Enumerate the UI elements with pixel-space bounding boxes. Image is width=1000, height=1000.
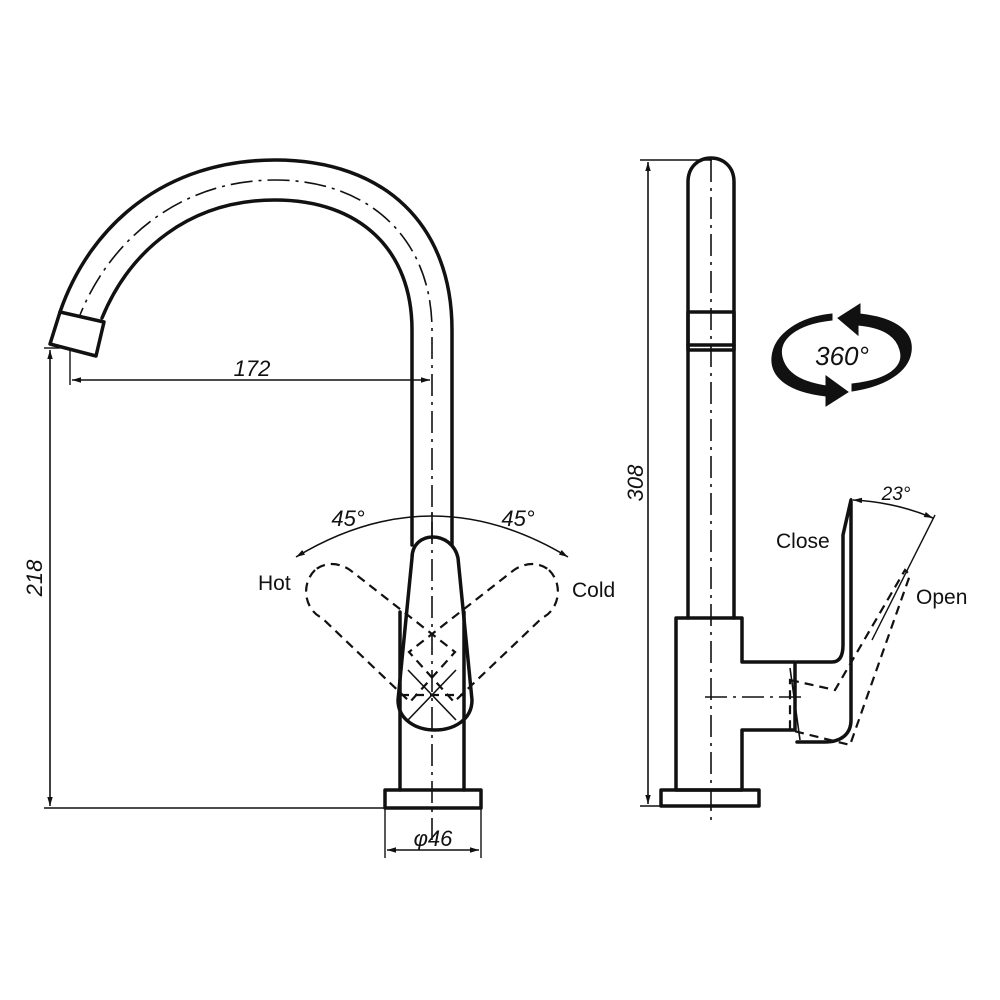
base-diameter-label: φ46 (414, 826, 454, 851)
side-body (659, 616, 802, 808)
front-view: 172 218 φ46 45° 45° Hot Cold (22, 158, 615, 858)
swivel-label: 360° (815, 341, 869, 371)
rotation-arc (295, 512, 569, 558)
hot-label: Hot (258, 572, 291, 595)
open-label: Open (916, 586, 967, 609)
height-label: 218 (22, 559, 47, 597)
hot-angle-label: 45° (331, 506, 364, 531)
side-view: 308 360° 23° Close Open (623, 156, 967, 820)
reach-dimension (69, 350, 430, 385)
lever-hot-position (305, 562, 457, 704)
swivel-icon (771, 303, 912, 407)
side-spout (686, 156, 736, 820)
lever-pivot (400, 669, 464, 721)
lever-angle-label: 23° (881, 484, 911, 505)
reach-label: 172 (234, 356, 271, 381)
cold-angle-label: 45° (501, 506, 534, 531)
close-label: Close (776, 530, 830, 553)
spout (58, 158, 454, 840)
total-height-dimension (640, 159, 712, 807)
faucet-body (383, 535, 483, 810)
base-diameter-dimension (384, 808, 482, 858)
side-lever-open (788, 568, 912, 747)
cold-label: Cold (572, 579, 615, 602)
lever-angle-arc (850, 497, 936, 641)
lever-cold-position (407, 562, 559, 704)
side-lever-closed (795, 498, 853, 744)
total-height-label: 308 (623, 464, 648, 501)
height-dimension (44, 347, 385, 809)
aerator (48, 310, 106, 358)
